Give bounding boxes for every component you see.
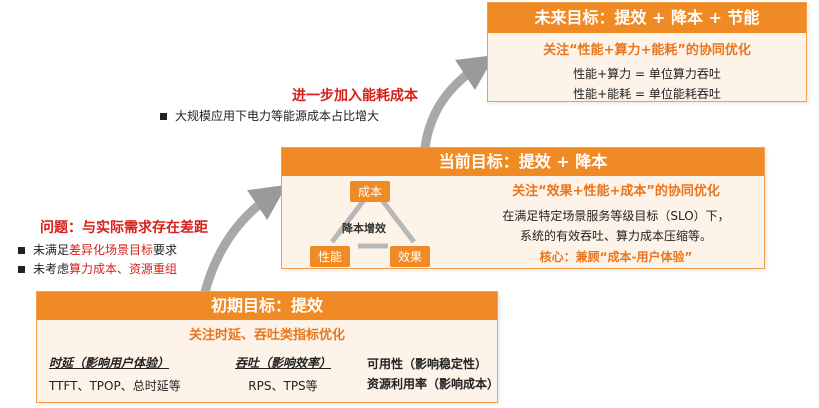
current-goal-box: 当前目标：提效 + 降本 成本 降本增效 性能 效果 关注“效果+性能+成本”的… <box>281 147 765 269</box>
arrow-initial-to-current <box>200 184 287 294</box>
problem-bullet-2-prefix: 未考虑 <box>33 262 70 276</box>
metric-latency-desc: TTFT、TPOP、总时延等 <box>49 379 181 393</box>
initial-goal-box: 初期目标：提效 关注时延、吞吐类指标优化 时延（影响用户体验） TTFT、TPO… <box>36 291 500 403</box>
step-to-future-title: 进一步加入能耗成本 <box>292 88 418 104</box>
metric-extra: 可用性（影响稳定性） 资源利用率（影响成本） <box>367 354 500 394</box>
problem-bullet-1-prefix: 未满足 <box>33 243 70 257</box>
current-desc-line-1: 在满足特定场景服务等级目标（SLO）下， <box>502 209 730 223</box>
future-goal-box: 未来目标：提效 + 降本 + 节能 关注“性能+算力+能耗”的协同优化 性能+算… <box>487 2 807 102</box>
problem-bullet-2-highlight: 算力成本、资源重组 <box>69 262 178 276</box>
future-focus: 关注“性能+算力+能耗”的协同优化 <box>543 43 751 58</box>
bullet-square-icon <box>160 113 167 120</box>
bullet-square-icon <box>18 247 25 254</box>
problem-bullet-2: 未考虑算力成本、资源重组 <box>18 260 177 277</box>
step-to-future-bullet: 大规模应用下电力等能源成本占比增大 <box>160 107 379 124</box>
bullet-square-icon <box>18 266 25 273</box>
metric-latency-title: 时延（影响用户体验） <box>49 356 170 370</box>
problem-bullet-1: 未满足差异化场景目标要求 <box>18 241 177 258</box>
problem-title: 问题：与实际需求存在差距 <box>40 220 208 236</box>
initial-goal-header: 初期目标：提效 <box>37 292 497 320</box>
problem-bullet-1-suffix: 要求 <box>153 243 178 257</box>
current-core: 核心：兼顾“成本-用户体验” <box>539 250 693 264</box>
step-to-future-bullet-text: 大规模应用下电力等能源成本占比增大 <box>175 109 380 123</box>
triangle-cost-badge: 成本 <box>350 181 391 202</box>
current-focus: 关注“效果+性能+成本”的协同优化 <box>512 184 720 199</box>
metric-throughput: 吞吐（影响效率） RPS、TPS等 <box>223 354 343 394</box>
metric-utilization: 资源利用率（影响成本） <box>367 377 500 391</box>
problem-bullet-1-highlight: 差异化场景目标 <box>69 243 154 257</box>
metric-latency: 时延（影响用户体验） TTFT、TPOP、总时延等 <box>49 354 181 394</box>
current-goal-header: 当前目标：提效 + 降本 <box>282 148 764 176</box>
arrow-current-to-future <box>420 55 495 149</box>
triangle-arrows <box>330 198 416 249</box>
triangle-center-label: 降本增效 <box>342 222 386 235</box>
metric-throughput-desc: RPS、TPS等 <box>248 379 318 393</box>
metric-throughput-title: 吞吐（影响效率） <box>234 356 331 370</box>
initial-focus: 关注时延、吞吐类指标优化 <box>188 328 345 343</box>
triangle-effect-badge: 效果 <box>390 246 431 267</box>
metric-availability: 可用性（影响稳定性） <box>367 357 488 371</box>
future-line-1: 性能+算力 = 单位算力吞吐 <box>573 67 721 81</box>
future-line-2: 性能+能耗 = 单位能耗吞吐 <box>573 87 721 101</box>
future-goal-header: 未来目标：提效 + 降本 + 节能 <box>488 3 806 33</box>
triangle-performance-badge: 性能 <box>310 246 351 267</box>
current-desc-line-2: 系统的有效吞吐、算力成本压缩等。 <box>519 229 712 243</box>
